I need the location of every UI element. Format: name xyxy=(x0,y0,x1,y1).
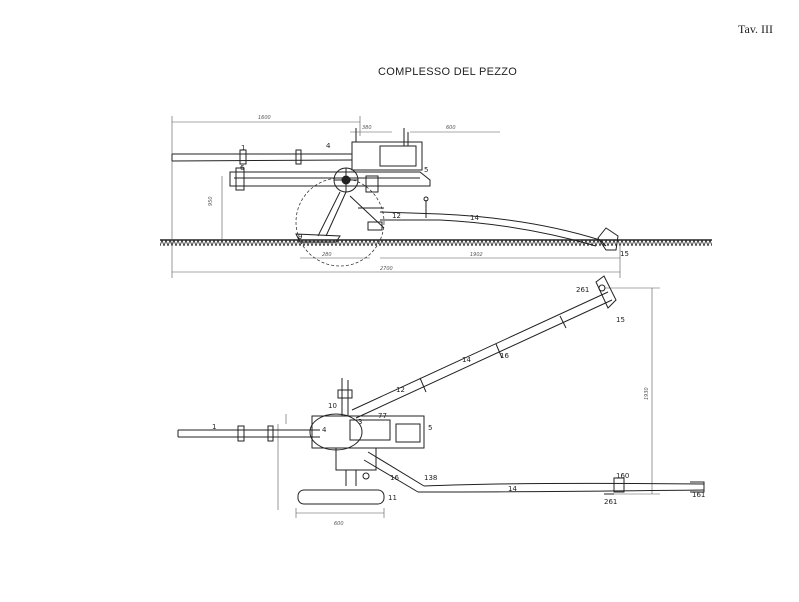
top-trail-upper xyxy=(351,275,617,419)
top-label-trail-upper: 14 xyxy=(462,356,471,364)
side-label-trail: 14 xyxy=(470,214,479,222)
side-wheel xyxy=(295,177,385,267)
top-label-bracket-upper: 16 xyxy=(500,352,509,360)
side-receiver xyxy=(229,128,431,191)
ground-hatching xyxy=(160,240,712,246)
top-base-plate xyxy=(297,489,385,505)
side-view: 1600 380 600 950 280 1902 2700 xyxy=(160,115,712,278)
dim-wheel: 280 xyxy=(322,252,332,258)
dim-base-width: 600 xyxy=(334,521,344,527)
top-label-clamp: 160 xyxy=(616,472,629,480)
dim-upper: 600 xyxy=(446,125,456,131)
drawing-title: COMPLESSO DEL PEZZO xyxy=(378,66,518,78)
top-label-leg-lower: 16 xyxy=(390,474,399,482)
top-body xyxy=(309,378,425,486)
top-label-base-plate: 11 xyxy=(388,494,397,502)
side-trail xyxy=(379,196,619,251)
side-handwheel xyxy=(333,167,379,193)
side-label-foot: 9 xyxy=(298,233,302,241)
top-label-spade: 15 xyxy=(616,316,625,324)
side-mount xyxy=(295,191,385,243)
top-label-mechanism: 77 xyxy=(378,412,387,420)
side-label-breech: 5 xyxy=(424,166,428,174)
top-label-bolt: 3 xyxy=(358,418,362,426)
dim-trail: 1902 xyxy=(470,252,483,258)
top-label-handle: 261 xyxy=(576,286,589,294)
side-barrel xyxy=(171,149,353,165)
top-label-sight: 10 xyxy=(328,402,337,410)
side-label-leg: 12 xyxy=(392,212,401,220)
top-label-end: 161 xyxy=(692,491,705,499)
top-label-receiver: 4 xyxy=(322,426,327,434)
top-trail-lower xyxy=(363,451,705,495)
side-label-spade: 15 xyxy=(620,250,629,258)
dim-barrel-length: 1600 xyxy=(258,115,271,121)
side-dimension-lines xyxy=(171,116,621,278)
dim-height: 950 xyxy=(208,196,214,206)
top-label-leg-upper: 12 xyxy=(396,386,405,394)
top-label-handle-lower: 261 xyxy=(604,498,617,506)
top-label-trail-lower: 14 xyxy=(508,485,517,493)
top-label-hinge: 138 xyxy=(424,474,437,482)
dim-trail-span: 1930 xyxy=(644,387,650,400)
side-label-cradle: 6 xyxy=(240,164,245,172)
top-view: 1930 600 xyxy=(177,275,705,527)
top-barrel xyxy=(177,425,320,442)
top-label-barrel: 1 xyxy=(212,423,216,431)
plate-number: Tav. III xyxy=(738,22,774,36)
side-label-barrel: 1 xyxy=(241,144,245,152)
top-label-breech: 5 xyxy=(428,424,432,432)
dim-total-length: 2700 xyxy=(380,266,393,272)
side-label-receiver: 4 xyxy=(326,142,331,150)
dim-breech: 380 xyxy=(362,125,372,131)
top-dimension-lines xyxy=(277,287,660,518)
